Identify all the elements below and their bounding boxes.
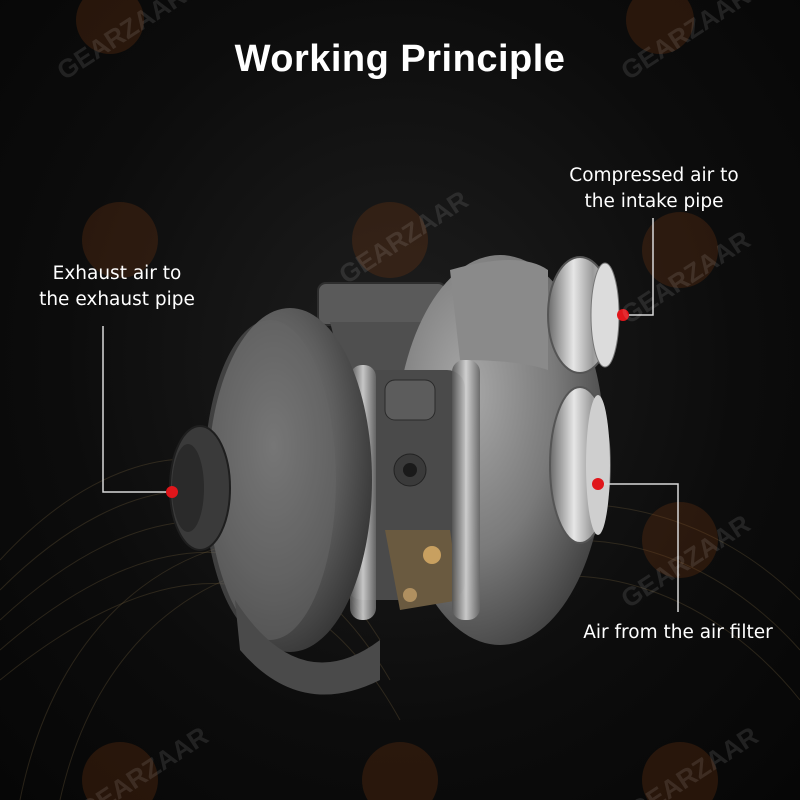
air-filter-label: Air from the air filter: [583, 622, 773, 643]
markers: [166, 309, 629, 498]
leader-lines: [102, 218, 679, 612]
compressed-label-line2: the intake pipe: [584, 191, 724, 212]
turbocharger-illustration: [169, 255, 620, 695]
compressed-leader-line: [623, 218, 654, 316]
exhaust-label: Exhaust air to the exhaust pipe: [22, 261, 212, 313]
compressed-marker-dot: [617, 309, 629, 321]
filter-marker-dot: [592, 478, 604, 490]
exhaust-marker-dot: [166, 486, 178, 498]
exhaust-label-line2: the exhaust pipe: [39, 289, 195, 310]
filter-leader-line: [600, 483, 679, 612]
compressed-air-label: Compressed air to the intake pipe: [556, 163, 752, 215]
watermark-gears: [76, 0, 718, 800]
exhaust-label-line1: Exhaust air to: [52, 263, 182, 284]
compressed-label-line1: Compressed air to: [569, 165, 739, 186]
page-title: Working Principle: [234, 38, 566, 80]
exhaust-leader-line: [102, 326, 170, 493]
